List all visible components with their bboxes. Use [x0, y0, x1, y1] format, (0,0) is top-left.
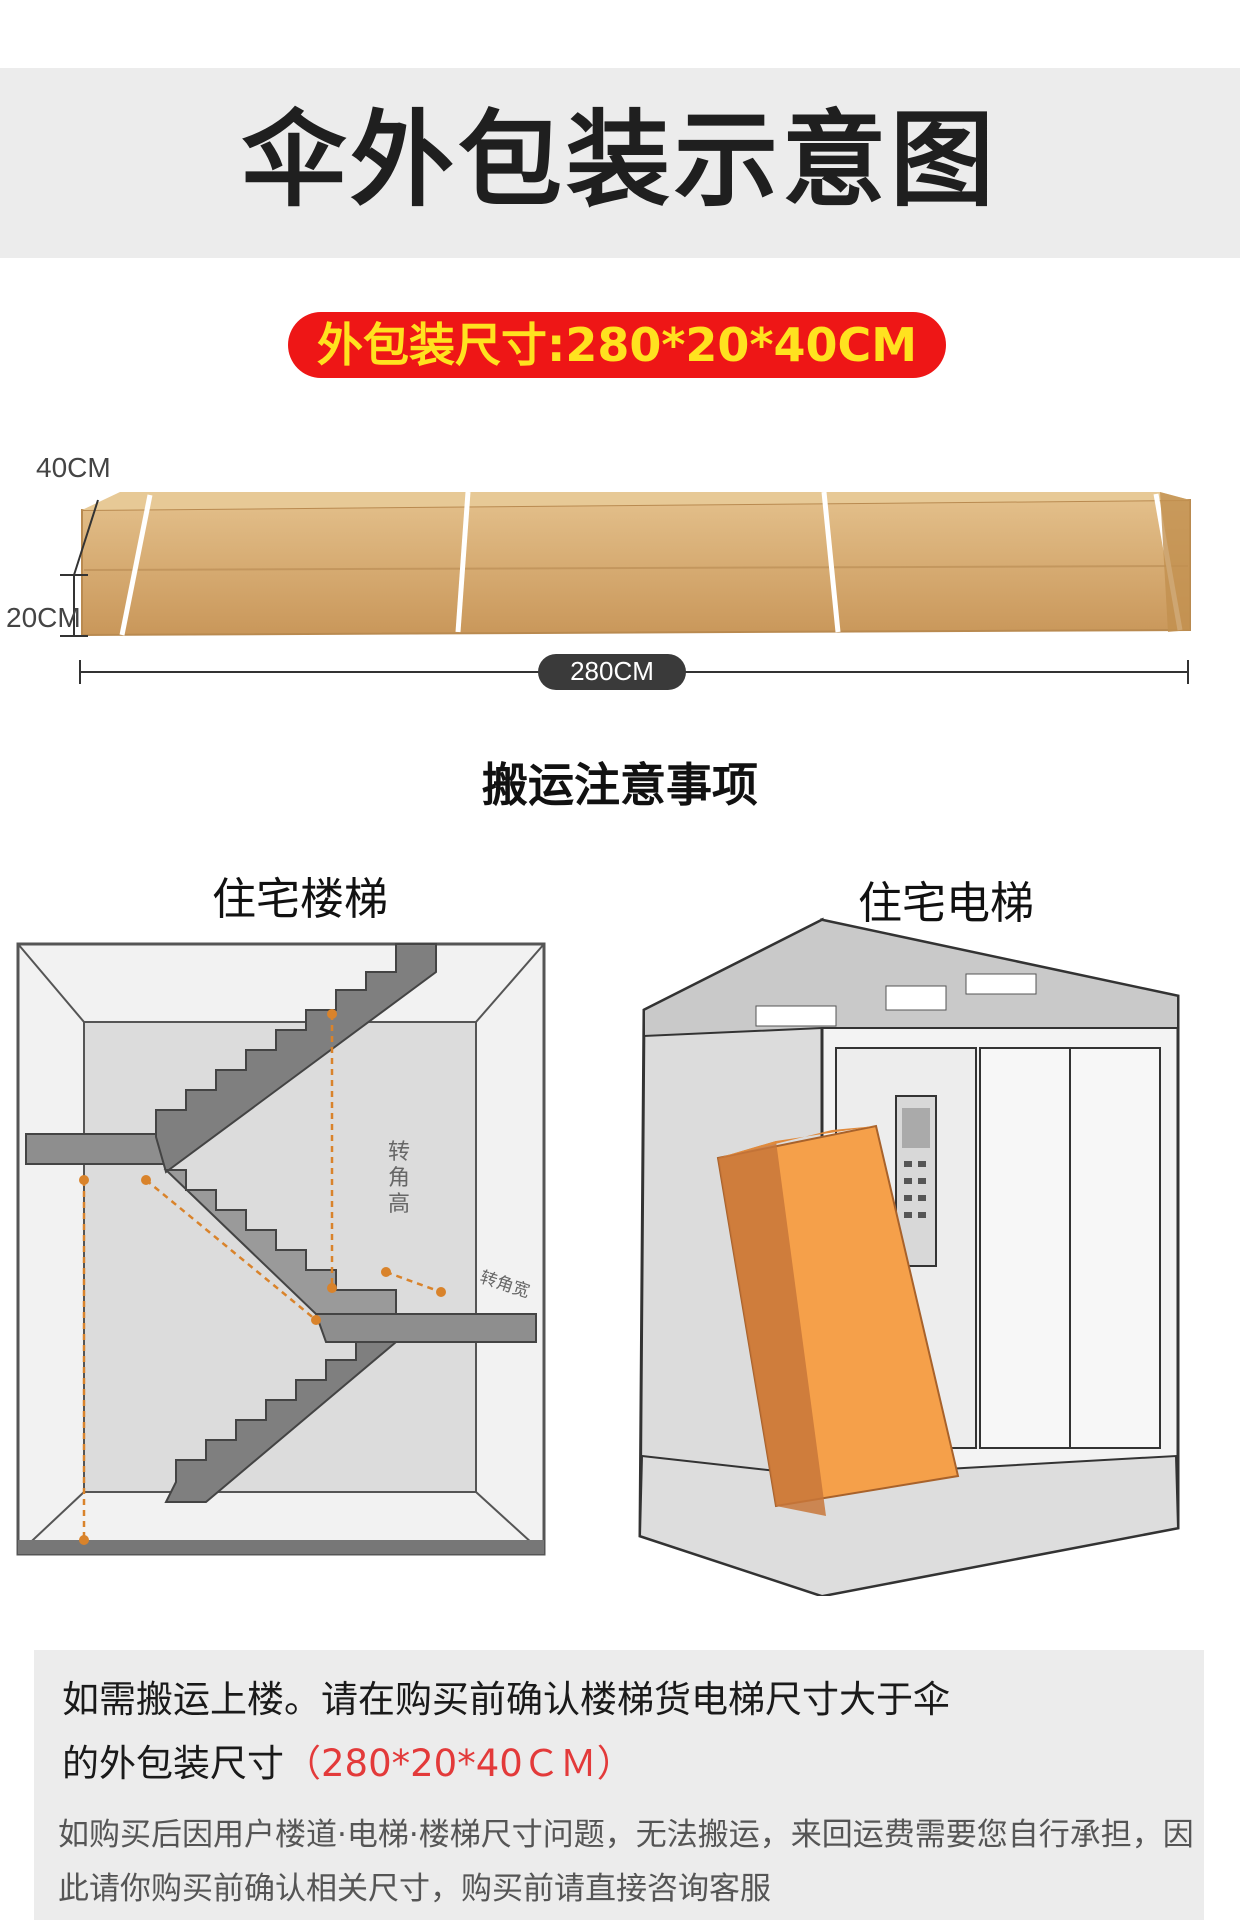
elevator-title: 住宅电梯 [858, 878, 1034, 929]
notice-main-line1: 如需搬运上楼。请在购买前确认楼梯货电梯尺寸大于伞 [62, 1678, 950, 1721]
title-banner [0, 68, 1240, 258]
length-label: 280CM [570, 656, 654, 686]
width-label: 20CM [6, 602, 81, 633]
notice-package-size: （280*20*40ＣＭ） [284, 1742, 634, 1785]
package-illustration [60, 491, 1191, 690]
section-heading: 搬运注意事项 [482, 758, 758, 812]
stairs-title: 住宅楼梯 [212, 874, 388, 925]
turn-height-label: 转角高 [387, 1140, 410, 1217]
notice-sub-text: 如购买后因用户楼道·电梯·楼梯尺寸问题，无法搬运，来回运费需要您自行承担，因此请… [58, 1817, 1194, 1907]
package-size-badge: 外包装尺寸:280*20*40CM [288, 312, 946, 378]
strap [119, 494, 153, 636]
stairs-illustration [16, 942, 546, 1556]
notice-main-line2: 的外包装尺寸（280*20*40ＣＭ） [62, 1732, 1182, 1796]
notice-box [34, 1650, 1204, 1920]
page-title: 伞外包装示意图 [241, 99, 998, 221]
height-label: 40CM [36, 452, 111, 483]
strap [821, 491, 841, 633]
elevator-illustration [638, 917, 1180, 1596]
notice-main: 如需搬运上楼。请在购买前确认楼梯货电梯尺寸大于伞 的外包装尺寸（280*20*4… [62, 1668, 1182, 1796]
notice-main-text: 的外包装尺寸 [62, 1742, 284, 1785]
strap [455, 491, 471, 633]
